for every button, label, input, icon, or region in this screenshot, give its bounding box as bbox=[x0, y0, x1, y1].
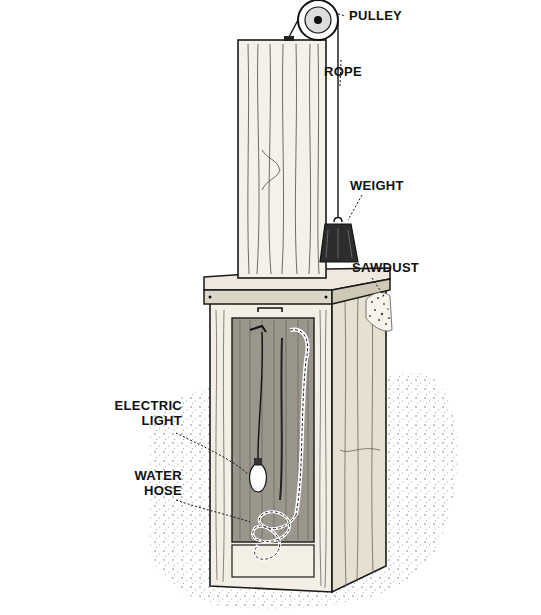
handle bbox=[258, 308, 282, 312]
callout-label: ROPE bbox=[324, 64, 384, 79]
light-cord bbox=[258, 332, 262, 458]
callout-label: ELECTRIC LIGHT bbox=[100, 398, 182, 428]
hose-coil-outline bbox=[253, 512, 296, 560]
rope-right bbox=[337, 20, 338, 210]
pulley-groove bbox=[305, 7, 331, 33]
hose-nozzle-line bbox=[280, 338, 282, 500]
nail bbox=[325, 296, 328, 299]
post-grain bbox=[248, 44, 319, 274]
interior-hatch bbox=[240, 320, 308, 540]
leader-pulley bbox=[338, 14, 346, 16]
cabinet-side bbox=[332, 287, 386, 592]
hose-outline bbox=[290, 330, 308, 515]
weight-shading bbox=[326, 228, 352, 258]
nail bbox=[209, 296, 212, 299]
leader-weight bbox=[348, 195, 362, 220]
lid-front bbox=[204, 290, 332, 304]
cabinet-front bbox=[210, 302, 332, 592]
weight-hook bbox=[334, 210, 342, 222]
weight-block bbox=[320, 224, 358, 262]
callout-label: WATER HOSE bbox=[100, 468, 182, 498]
light-bulb bbox=[250, 465, 267, 492]
callout-label: SAWDUST bbox=[352, 260, 442, 275]
hose-coil bbox=[253, 512, 296, 560]
sawdust-pile bbox=[366, 293, 392, 332]
pulley-hub bbox=[314, 16, 322, 24]
rope-left bbox=[289, 20, 298, 37]
fixture bbox=[250, 326, 266, 332]
leader-sawdust bbox=[372, 278, 384, 296]
bulb-socket bbox=[254, 458, 262, 465]
lower-panel bbox=[232, 545, 314, 577]
callout-label: WEIGHT bbox=[350, 178, 430, 193]
sliding-post bbox=[238, 40, 326, 278]
door-opening bbox=[232, 318, 314, 542]
wood-grain bbox=[216, 310, 326, 588]
pulley-wheel bbox=[298, 0, 338, 40]
hose-body bbox=[290, 330, 308, 515]
side-grain bbox=[340, 292, 380, 586]
leader-hose bbox=[176, 500, 250, 522]
leader-light bbox=[176, 433, 248, 474]
callout-label: PULLEY bbox=[349, 8, 429, 23]
